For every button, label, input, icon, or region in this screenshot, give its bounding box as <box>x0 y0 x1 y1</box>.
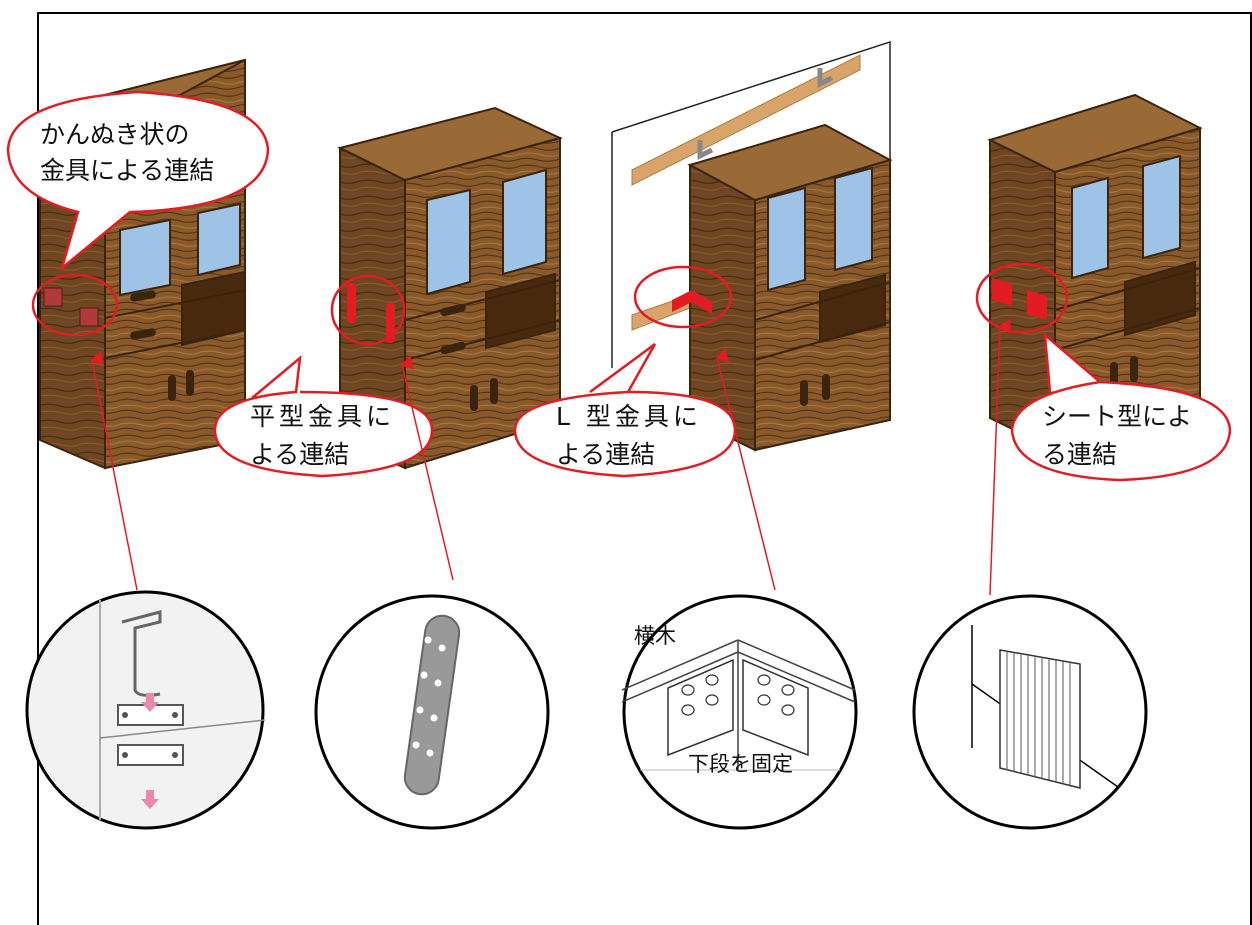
detail-circle-l-bracket <box>621 594 858 830</box>
callout-flat-bubble <box>213 355 434 478</box>
callout-flat-line2: よる連結 <box>250 440 350 469</box>
diagram-frame <box>37 12 1252 925</box>
callout-kannuki-line1: かんぬき状の <box>40 120 190 149</box>
label-kadan-kotei: 下段を固定 <box>688 752 793 776</box>
detail-circle-sheet <box>912 594 1148 830</box>
label-yokogi: 横木 <box>634 624 676 648</box>
callout-kannuki-line2: 金具による連結 <box>40 156 215 185</box>
l-bracket-icon <box>621 639 856 771</box>
pointer-lines <box>90 318 1011 596</box>
adhesive-sheet-icon <box>971 625 1119 789</box>
detail-circle-latch <box>25 590 266 830</box>
callout-l-type-line1: L 型金具に <box>556 402 702 431</box>
callout-flat-line1: 平型金具に <box>250 402 396 431</box>
callout-l-type-line2: よる連結 <box>556 440 656 469</box>
flat-plate-icon <box>403 614 461 796</box>
cabinet-3 <box>611 40 893 452</box>
cabinet-2 <box>330 106 563 470</box>
callout-sheet-line2: る連結 <box>1042 440 1118 469</box>
callout-l-type-bubble <box>513 342 737 478</box>
callout-kannuki-bubble <box>6 90 270 272</box>
latch-bracket-icon <box>99 600 266 820</box>
callout-sheet-bubble <box>1010 332 1232 482</box>
detail-circle-flat-plate <box>314 594 550 830</box>
cabinet-4 <box>975 93 1203 452</box>
callout-sheet-line1: シート型によ <box>1042 402 1193 431</box>
